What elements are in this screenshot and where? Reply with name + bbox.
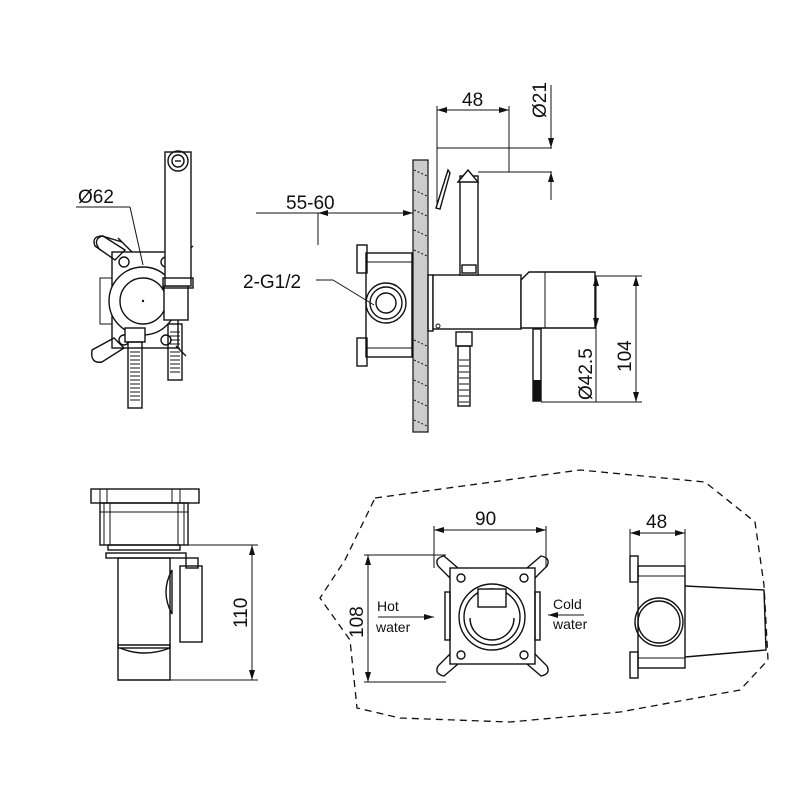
hot-water-label-2: water — [375, 619, 411, 635]
box-profile-view: 48 — [629, 512, 767, 679]
wall-section — [412, 159, 429, 433]
box-height-label: 108 — [347, 606, 368, 638]
cold-water-label-1: Cold — [553, 596, 582, 612]
cold-water-label-2: water — [552, 616, 588, 632]
body-height-label: 104 — [615, 340, 636, 372]
side-view: 55-60 2-G1/2 48 Ø21 104 Ø42.5 — [243, 82, 642, 433]
front-view: Ø62 — [76, 150, 194, 409]
box-depth-label: 110 — [231, 598, 252, 628]
box-width-label: 90 — [475, 509, 496, 530]
body-diameter-label: Ø42.5 — [576, 348, 597, 400]
box-side-view: 110 — [90, 488, 258, 681]
spout-diameter-label: Ø21 — [530, 82, 551, 118]
detail-outline — [319, 469, 769, 723]
wall-depth-label: 55-60 — [286, 193, 335, 214]
box-front-view: 90 108 Hot water Cold water — [347, 509, 588, 683]
inlet-thread-label: 2-G1/2 — [243, 272, 301, 293]
front-diameter-label: Ø62 — [78, 187, 114, 208]
spout-width-label: 48 — [462, 90, 483, 111]
hot-water-label-1: Hot — [377, 598, 399, 614]
box-side-width-label: 48 — [646, 512, 667, 533]
